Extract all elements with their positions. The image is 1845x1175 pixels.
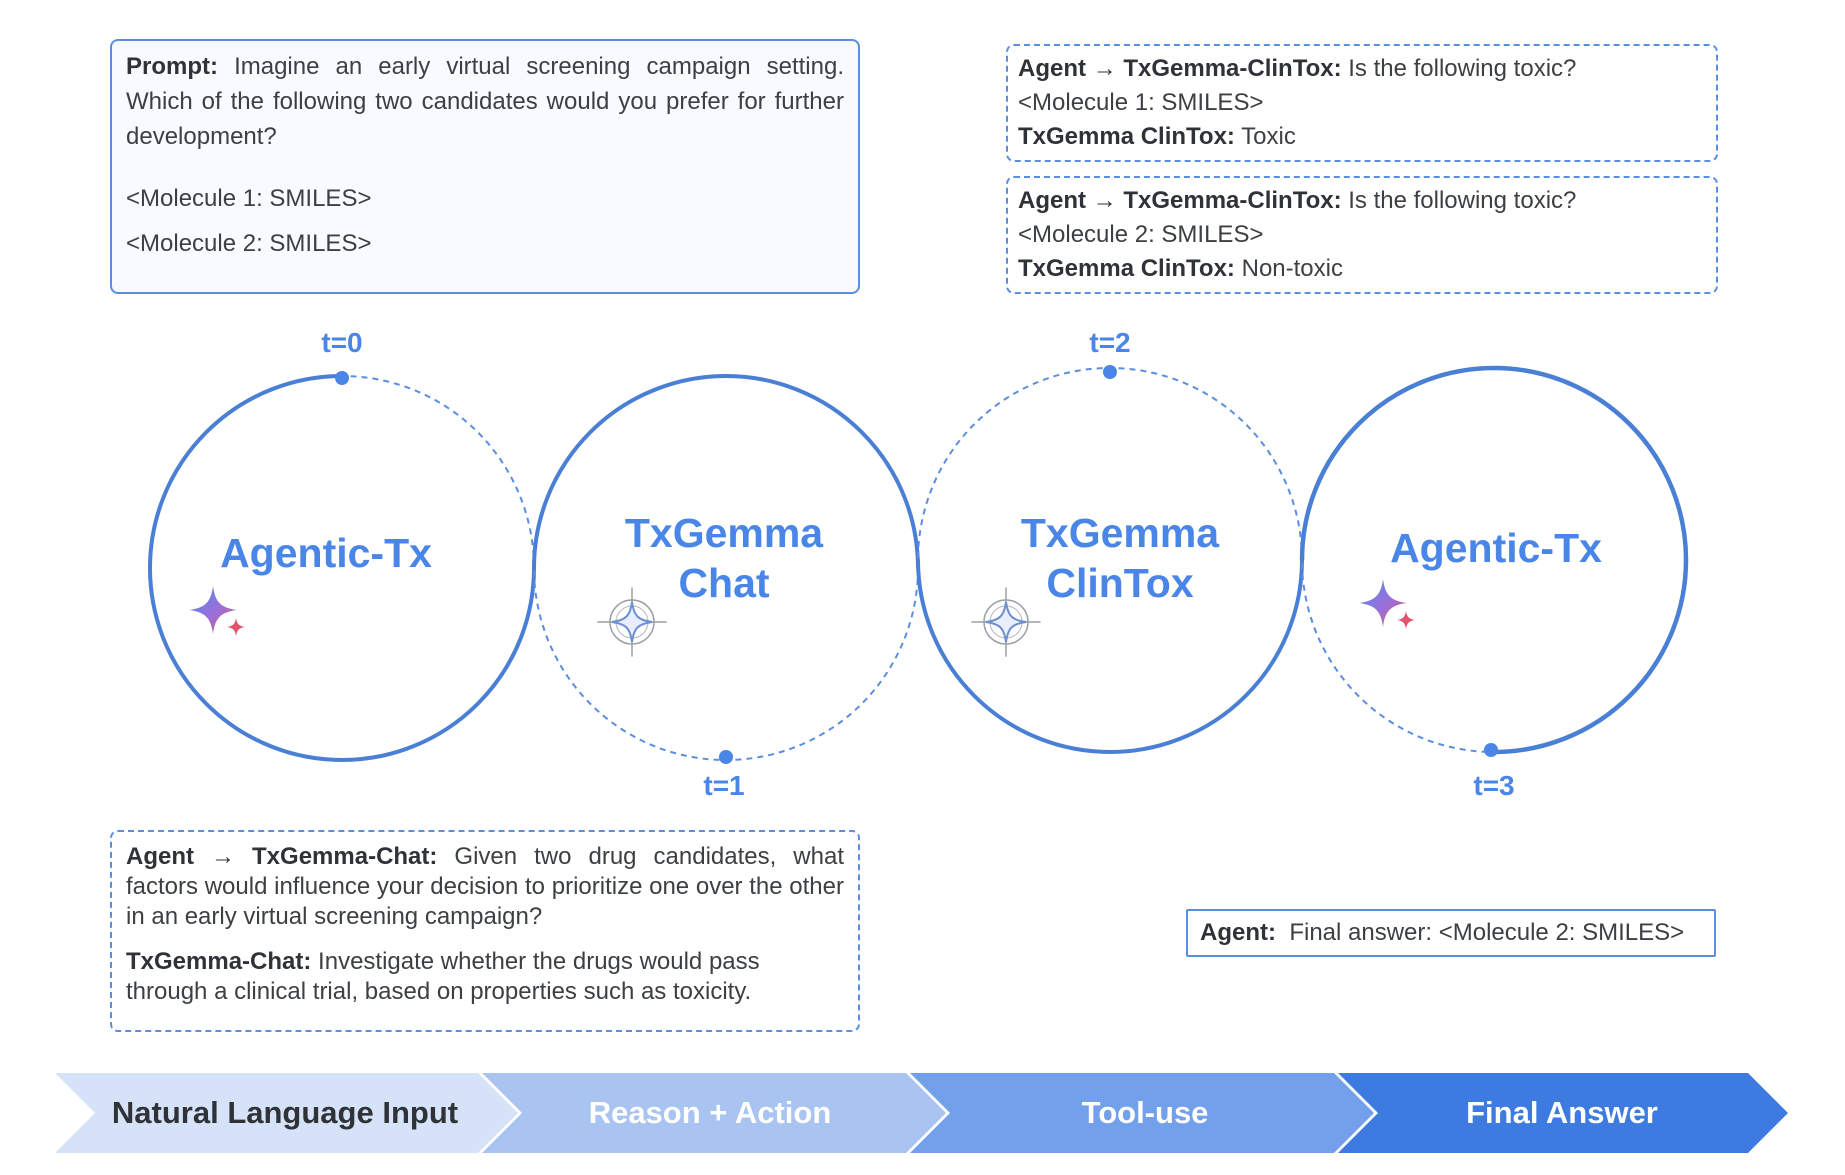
clintox-1-response-label: TxGemma ClinTox:: [1018, 123, 1235, 150]
t2-marker: [1103, 365, 1117, 379]
clintox-1-molecule: <Molecule 1: SMILES>: [1018, 89, 1264, 116]
t1-marker: [719, 750, 733, 764]
final-answer-box: Agent: Final answer: <Molecule 2: SMILES…: [1186, 909, 1716, 957]
prompt-label: Prompt:: [126, 53, 218, 80]
stage-label-reason-action: Reason + Action: [588, 1095, 832, 1130]
clintox-2-molecule: <Molecule 2: SMILES>: [1018, 221, 1264, 248]
clintox-query-box-1: Agent → TxGemma-ClinTox: Is the followin…: [1006, 44, 1718, 162]
stage-chevron-natural-language-input: [55, 1073, 518, 1153]
prompt-box: Prompt: Imagine an early virtual screeni…: [110, 39, 860, 294]
prompt-molecule-1: <Molecule 1: SMILES>: [126, 185, 372, 212]
sparkle-icon: [189, 586, 245, 636]
clintox-query-box-2: Agent → TxGemma-ClinTox: Is the followin…: [1006, 176, 1718, 294]
time-label-t3: t=3: [1473, 770, 1514, 801]
chat-response-label: TxGemma-Chat:: [126, 948, 312, 975]
chat-query-box: Agent → TxGemma-Chat: Given two drug can…: [110, 830, 860, 1032]
circle-txgemma-clintox: [916, 365, 1304, 754]
chat-agent-label: Agent → TxGemma-Chat:: [126, 843, 438, 870]
circle-1-title: Agentic-Tx: [220, 530, 432, 576]
clintox-2-response-label: TxGemma ClinTox:: [1018, 255, 1235, 282]
sparkle-icon: [1359, 579, 1415, 629]
clintox-1-response: Toxic: [1241, 123, 1296, 150]
clintox-1-question: Is the following toxic?: [1348, 55, 1577, 82]
txgemma-logo-icon: [971, 587, 1041, 657]
txgemma-logo-icon: [597, 587, 667, 657]
stage-label-natural-language-input: Natural Language Input: [111, 1095, 459, 1130]
prompt-molecule-2: <Molecule 2: SMILES>: [126, 230, 372, 257]
clintox-1-agent-label: Agent → TxGemma-ClinTox:: [1018, 55, 1342, 82]
time-label-t2: t=2: [1089, 327, 1130, 358]
chat-response: Investigate whether the drugs would pass…: [126, 948, 760, 1005]
t3-marker: [1484, 743, 1498, 757]
final-answer-text: Final answer: <Molecule 2: SMILES>: [1289, 919, 1685, 946]
stage-label-final-answer: Final Answer: [1466, 1095, 1658, 1130]
t0-marker: [335, 371, 349, 385]
clintox-2-question: Is the following toxic?: [1348, 187, 1577, 214]
stage-label-tool-use: Tool-use: [1081, 1095, 1209, 1130]
circle-3-title-line1: TxGemma: [1021, 510, 1220, 556]
prompt-text: Imagine an early virtual screening campa…: [126, 53, 844, 150]
final-agent-label: Agent:: [1200, 919, 1276, 946]
circle-agentic-tx-end: [1299, 365, 1689, 757]
time-label-t1: t=1: [703, 770, 744, 801]
circle-3-title-line2: ClinTox: [1046, 560, 1193, 606]
stage-chevron-tool-use: [910, 1073, 1374, 1153]
stage-chevron-final-answer: [1338, 1073, 1788, 1153]
clintox-2-response: Non-toxic: [1241, 255, 1343, 282]
circle-4-title: Agentic-Tx: [1390, 525, 1602, 571]
clintox-2-agent-label: Agent → TxGemma-ClinTox:: [1018, 187, 1342, 214]
circle-2-title-line2: Chat: [678, 560, 769, 606]
chat-question: Given two drug candidates, what factors …: [126, 843, 844, 930]
circle-2-title-line1: TxGemma: [625, 510, 824, 556]
time-label-t0: t=0: [321, 327, 362, 358]
stage-chevron-reason-action: [482, 1073, 946, 1153]
